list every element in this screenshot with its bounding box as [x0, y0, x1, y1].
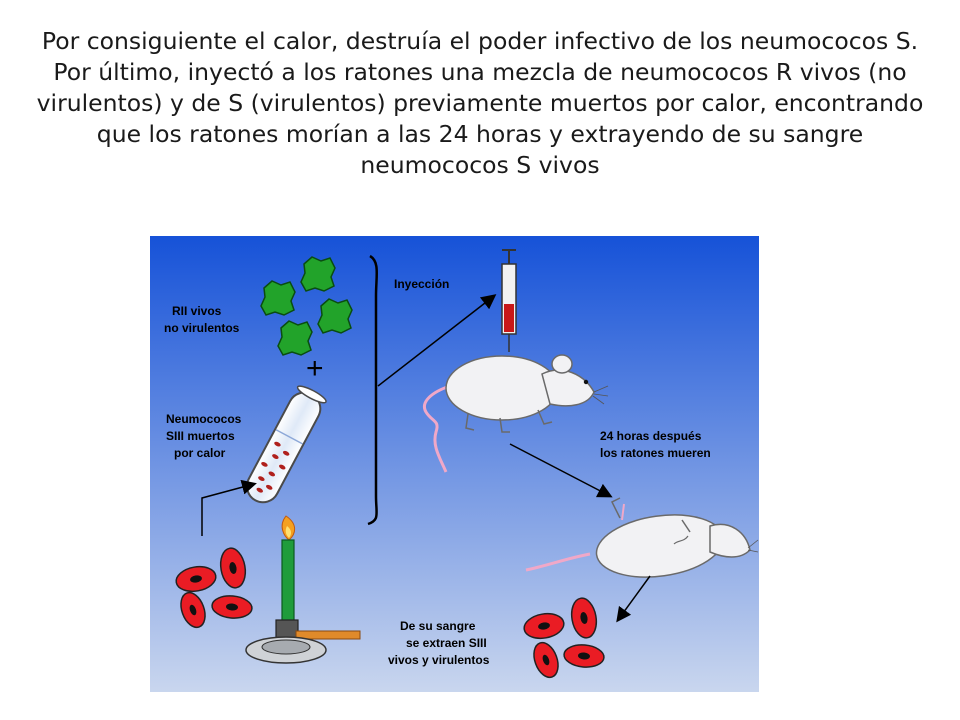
mixture-bracket: [367, 254, 378, 526]
rii-bacteria-group: [260, 256, 353, 356]
mouse-icon: [423, 354, 609, 473]
after-label-line1: 24 horas después: [600, 429, 702, 443]
death-arrow: [509, 443, 613, 498]
bacteria-icon: [277, 320, 313, 356]
red-blood-cell-icon: [563, 644, 605, 668]
dead-mouse-icon: [525, 497, 759, 578]
siii-label-line2: SIII muertos: [166, 429, 235, 443]
syringe-icon: [501, 249, 517, 352]
rii-label-line2: no virulentos: [164, 321, 240, 335]
bacteria-icon: [300, 256, 336, 292]
slide-title: Por consiguiente el calor, destruía el p…: [36, 27, 924, 179]
rii-label-line1: RII vivos: [172, 304, 222, 318]
griffith-experiment-figure: RII vivos no virulentos + Neumococos SII…: [150, 236, 759, 692]
red-blood-cell-icon: [211, 595, 253, 619]
bacteria-icon: [260, 280, 296, 316]
figure-background: [150, 236, 759, 692]
blood-label-line1: De su sangre: [400, 619, 476, 633]
siii-label-line1: Neumococos: [166, 412, 242, 426]
red-blood-cell-icon: [570, 597, 598, 639]
figure-svg: RII vivos no virulentos + Neumococos SII…: [150, 236, 759, 692]
left-blood-cells-group: [175, 547, 253, 629]
extraction-arrow: [616, 575, 651, 623]
bunsen-burner-icon: [245, 515, 361, 664]
right-blood-cells-group: [523, 597, 605, 679]
blood-label-line3: vivos y virulentos: [388, 653, 490, 667]
injection-arrow: [377, 294, 497, 387]
red-blood-cell-icon: [533, 641, 559, 679]
red-blood-cell-icon: [175, 565, 217, 593]
plus-sign: +: [306, 352, 324, 385]
bacteria-icon: [317, 298, 353, 334]
injection-label: Inyección: [394, 277, 449, 291]
siii-label-line3: por calor: [174, 446, 226, 460]
red-blood-cell-icon: [219, 547, 247, 589]
after-label-line2: los ratones mueren: [600, 446, 711, 460]
red-blood-cell-icon: [180, 591, 206, 629]
red-blood-cell-icon: [523, 612, 565, 640]
test-tube-icon: [245, 385, 327, 504]
siii-pointer-arrow: [201, 479, 257, 536]
blood-label-line2: se extraen SIII: [406, 636, 487, 650]
